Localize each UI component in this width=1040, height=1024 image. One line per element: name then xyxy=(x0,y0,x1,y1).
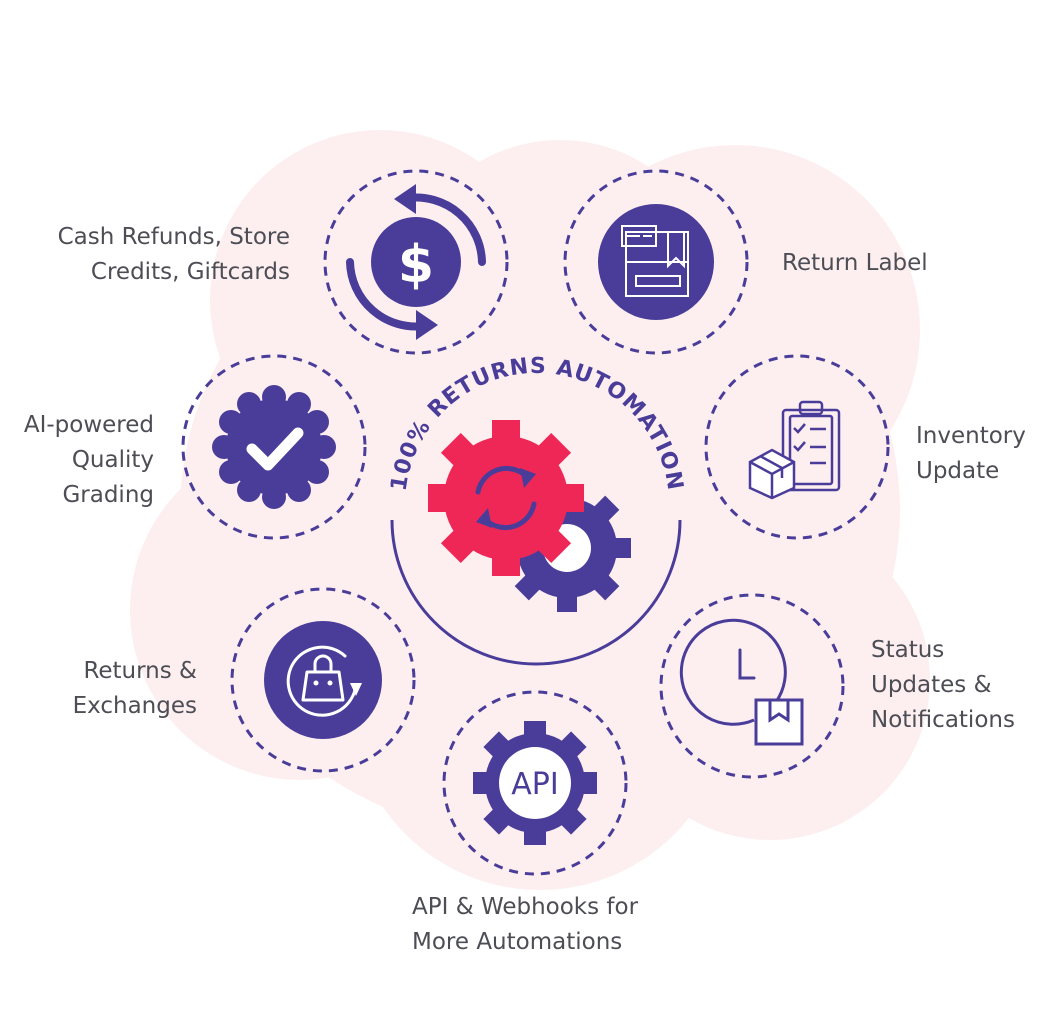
ring-inventory xyxy=(704,354,890,540)
label-refunds-line1: Cash Refunds, Store xyxy=(57,224,290,250)
label-api: API & Webhooks for More Automations xyxy=(412,890,638,960)
api-icon-text: API xyxy=(511,767,558,802)
shopping-bag-return-icon xyxy=(264,621,382,739)
label-status-line3: Notifications xyxy=(871,707,1015,733)
ring-refunds xyxy=(323,169,509,355)
ring-exchanges xyxy=(230,587,416,773)
dollar-cycle-icon: $ xyxy=(346,184,486,340)
label-grading-line2: Quality xyxy=(71,447,154,473)
svg-text:$: $ xyxy=(398,235,434,295)
gears-automation-icon xyxy=(428,420,631,612)
label-exchanges-line1: Returns & xyxy=(83,658,197,684)
label-api-line1: API & Webhooks for xyxy=(412,894,639,920)
ring-api xyxy=(442,690,628,876)
ring-label xyxy=(563,169,749,355)
label-return-label: Return Label xyxy=(782,246,928,281)
clipboard-box-icon xyxy=(748,400,841,500)
label-exchanges-line2: Exchanges xyxy=(72,693,197,719)
label-inventory: Inventory Update xyxy=(916,419,1026,489)
label-grading: AI-powered Quality Grading xyxy=(24,408,154,513)
label-grading-line1: AI-powered xyxy=(23,412,154,438)
api-gear-icon: API xyxy=(473,721,597,845)
label-refunds: Cash Refunds, Store Credits, Giftcards xyxy=(58,220,290,290)
label-status: Status Updates & Notifications xyxy=(871,633,1015,738)
label-inventory-line2: Update xyxy=(916,458,1000,484)
label-return-label-line1: Return Label xyxy=(782,250,928,276)
dashed-rings xyxy=(181,169,890,876)
center-ring xyxy=(390,519,682,666)
label-refunds-line2: Credits, Giftcards xyxy=(90,259,290,285)
quality-badge-check-icon xyxy=(212,385,336,509)
ring-grading xyxy=(181,354,367,540)
clock-box-icon xyxy=(679,618,804,746)
label-api-line2: More Automations xyxy=(412,929,623,955)
shipping-label-icon xyxy=(598,204,714,320)
label-inventory-line1: Inventory xyxy=(916,423,1026,449)
label-grading-line3: Grading xyxy=(62,482,154,508)
label-exchanges: Returns & Exchanges xyxy=(73,654,197,724)
label-status-line1: Status xyxy=(871,637,945,663)
ring-status xyxy=(659,593,845,779)
label-status-line2: Updates & xyxy=(871,672,992,698)
